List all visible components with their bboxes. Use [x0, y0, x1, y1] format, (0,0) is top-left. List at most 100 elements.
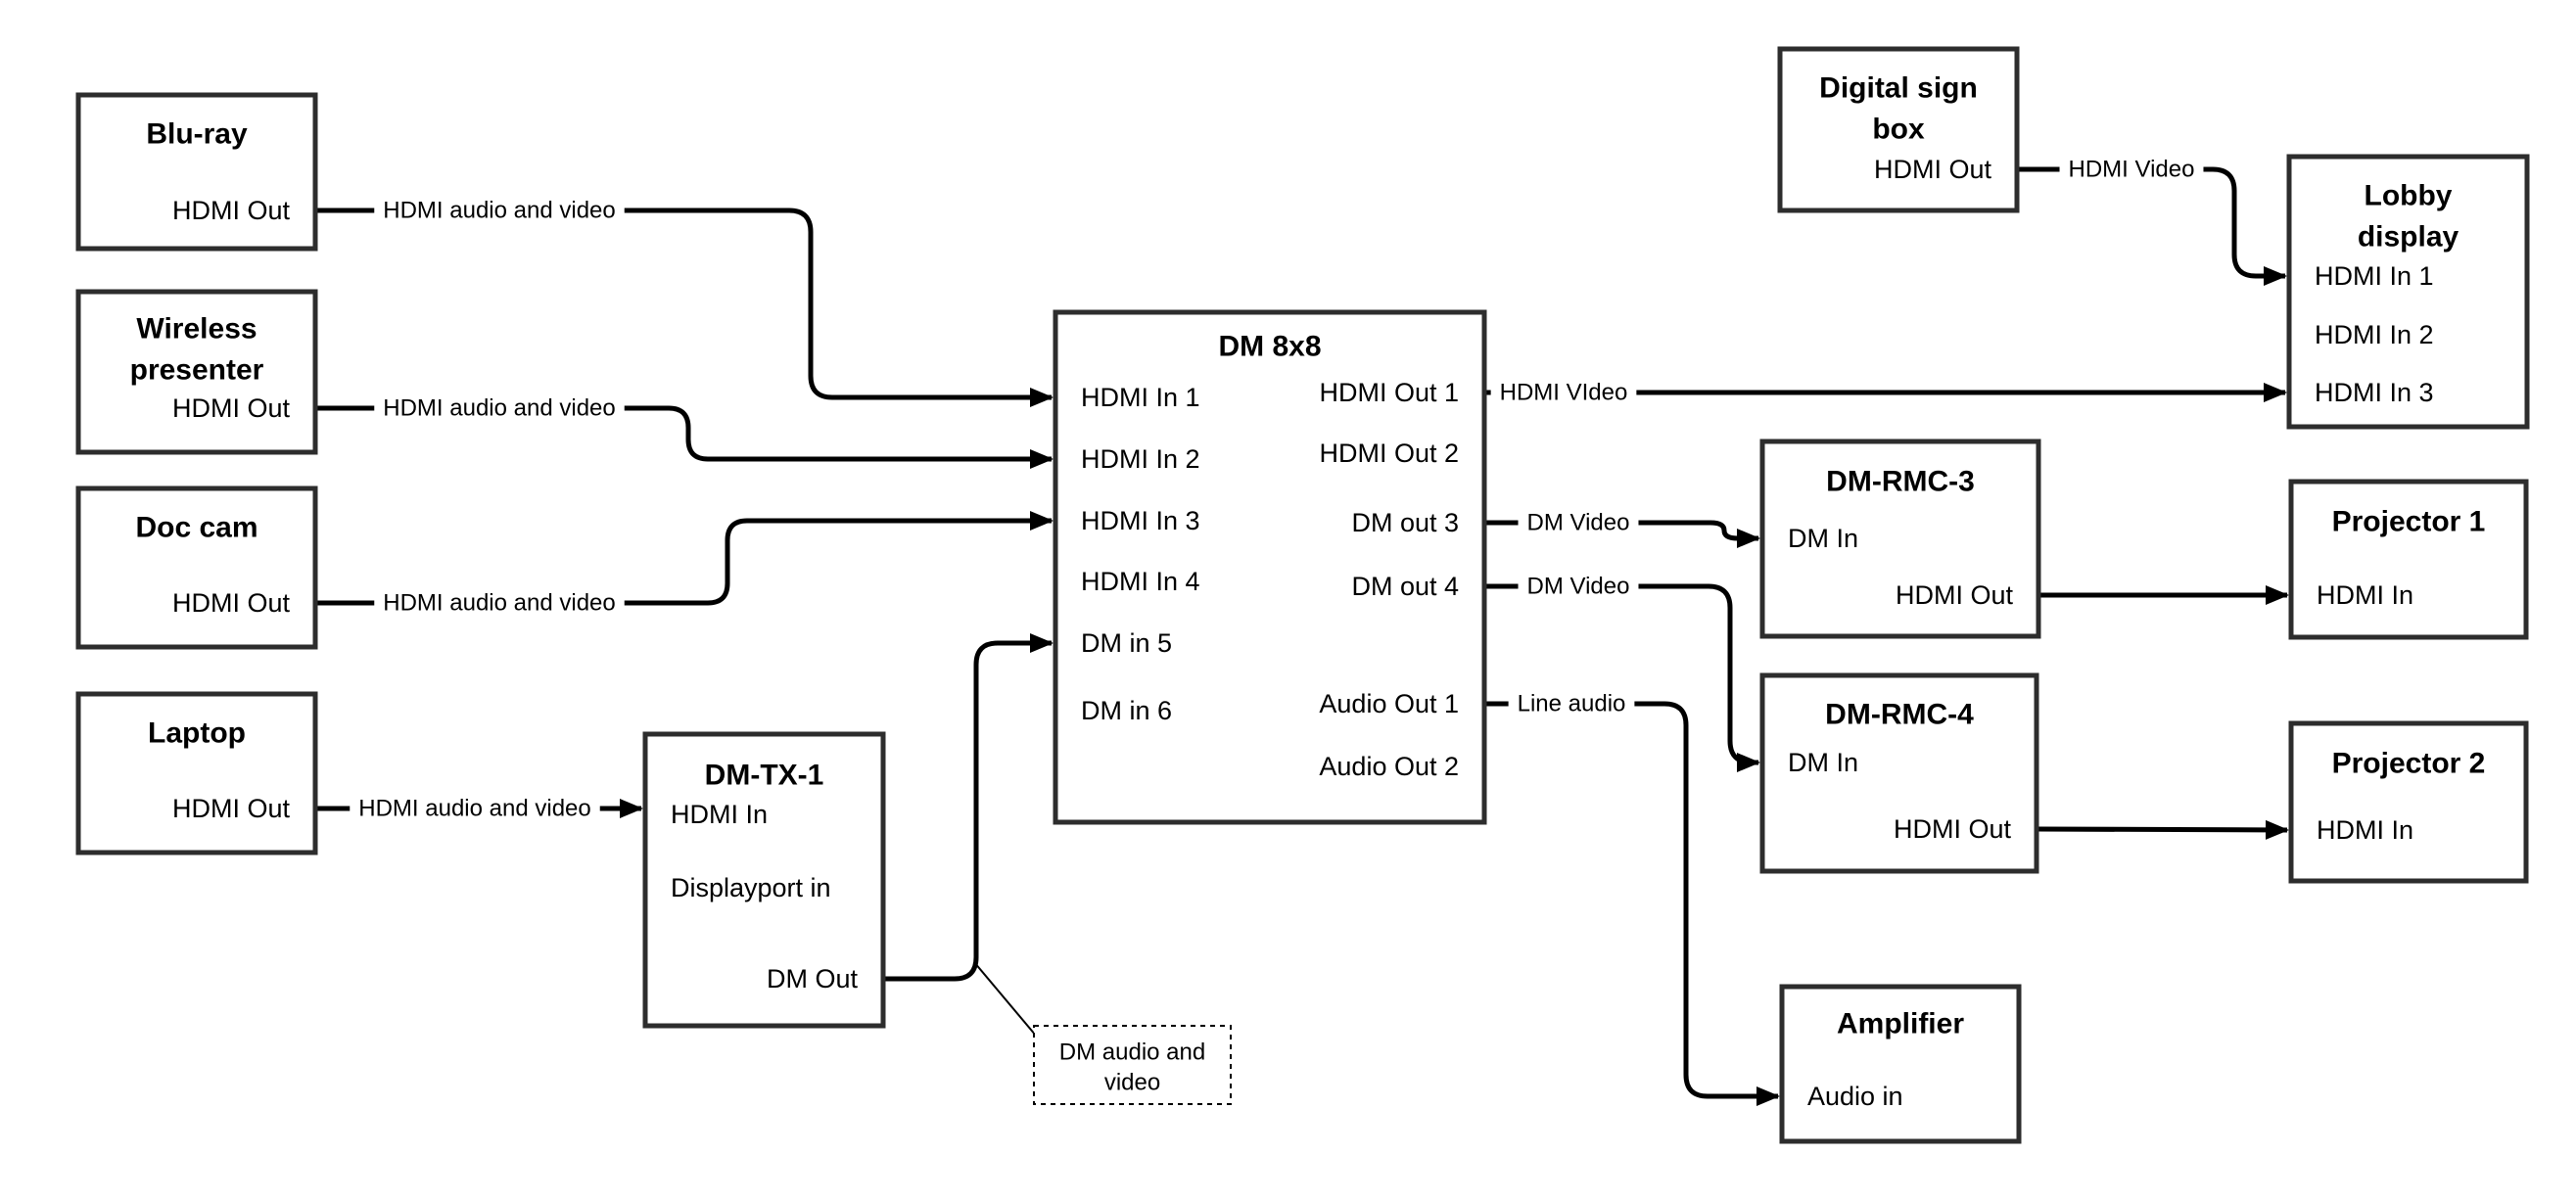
note-box[interactable] — [1033, 1025, 1232, 1105]
port-projector-2-hdmi-in: HDMI In — [2317, 815, 2413, 845]
edge-label-doccam-to-dm8x8-in3: HDMI audio and video — [383, 590, 615, 617]
node-projector-1-box[interactable] — [2288, 479, 2529, 640]
port-dm-8x8-dm-out-3: DM out 3 — [1351, 508, 1459, 537]
node-laptop-box[interactable] — [75, 691, 318, 855]
port-dm-8x8-hdmi-out-2: HDMI Out 2 — [1319, 439, 1459, 468]
node-dm-rmc-3: DM-RMC-3 DM In HDMI Out — [1759, 439, 2041, 639]
port-dm-8x8-hdmi-out-1: HDMI Out 1 — [1319, 378, 1459, 407]
node-digital-sign-box-title-1: Digital sign — [1819, 72, 1978, 105]
node-dm-8x8-title: DM 8x8 — [1218, 331, 1321, 363]
edge-label-dm8x8-out4-to-dmrmc4: DM Video — [1527, 574, 1630, 600]
port-dm-8x8-dm-in-6: DM in 6 — [1081, 696, 1172, 725]
edge-label-signbox-to-lobby-in1: HDMI Video — [2069, 157, 2195, 183]
node-digital-sign-box-title-2: box — [1872, 114, 1925, 146]
edge-dm8x8-out3-to-dmrmc3[interactable] — [1484, 520, 1760, 548]
node-dm-rmc-4-box[interactable] — [1759, 672, 2039, 874]
edge-label-wireless-to-dm8x8-in2: HDMI audio and video — [383, 395, 615, 422]
edge-label-bg-wireless-to-dm8x8-in2 — [374, 393, 625, 424]
port-dm-tx-1-displayport-in: Displayport in — [671, 873, 831, 902]
edge-dm8x8-out4-to-dmrmc4[interactable] — [1484, 583, 1760, 772]
node-digital-sign-box-box[interactable] — [1777, 46, 2020, 213]
edge-label-dm8x8-out1-to-lobby-in3: HDMI VIdeo — [1500, 380, 1628, 406]
edge-dmtx1-to-dm8x8-in5[interactable] — [883, 633, 1054, 982]
note-leader-line — [973, 961, 1037, 1037]
port-dm-8x8-hdmi-in-3: HDMI In 3 — [1081, 506, 1200, 535]
port-dm-rmc-3-hdmi-out: HDMI Out — [1896, 580, 2014, 610]
port-dm-tx-1-dm-out: DM Out — [767, 964, 859, 993]
node-wireless-presenter-title-1: Wireless — [136, 313, 257, 346]
node-amplifier-box[interactable] — [1779, 984, 2022, 1144]
edge-label-laptop-to-dmtx1: HDMI audio and video — [358, 796, 590, 822]
edge-label-bluray-to-dm8x8-in1: HDMI audio and video — [383, 198, 615, 224]
edge-label-bg-doccam-to-dm8x8-in3 — [374, 587, 625, 619]
node-dm-8x8-box[interactable] — [1053, 309, 1487, 825]
port-wireless-presenter-hdmi-out: HDMI Out — [172, 393, 291, 423]
edge-label-bg-dm8x8-audio1-to-amplifier — [1508, 688, 1635, 719]
port-bluray-hdmi-out: HDMI Out — [172, 196, 291, 225]
edge-dmrmc4-to-projector2[interactable] — [2036, 819, 2289, 840]
edge-label-bg-laptop-to-dmtx1 — [350, 793, 600, 824]
node-amplifier-title: Amplifier — [1837, 1008, 1964, 1040]
node-projector-1: Projector 1 HDMI In — [2288, 479, 2529, 640]
edge-doccam-to-dm8x8-in3[interactable] — [315, 511, 1054, 606]
port-doc-cam-hdmi-out: HDMI Out — [172, 588, 291, 618]
port-dm-8x8-audio-out-1: Audio Out 1 — [1319, 689, 1459, 718]
edge-bluray-to-dm8x8-in1[interactable] — [315, 208, 1054, 407]
edge-label-bg-dm8x8-out3-to-dmrmc3 — [1518, 507, 1639, 538]
port-amplifier-audio-in: Audio in — [1807, 1082, 1903, 1111]
port-dm-8x8-hdmi-in-2: HDMI In 2 — [1081, 444, 1200, 474]
port-lobby-display-hdmi-in-1: HDMI In 1 — [2315, 261, 2434, 291]
note-text-line-2: video — [1104, 1070, 1160, 1096]
port-dm-8x8-audio-out-2: Audio Out 2 — [1319, 752, 1459, 781]
edge-label-bg-signbox-to-lobby-in1 — [2059, 154, 2204, 185]
node-bluray-title: Blu-ray — [146, 118, 248, 151]
port-dm-8x8-dm-in-5: DM in 5 — [1081, 628, 1172, 658]
port-dm-8x8-hdmi-in-1: HDMI In 1 — [1081, 383, 1200, 412]
port-projector-1-hdmi-in: HDMI In — [2317, 580, 2413, 610]
node-dm-tx-1-box[interactable] — [642, 731, 886, 1029]
port-dm-8x8-dm-out-4: DM out 4 — [1351, 572, 1459, 601]
note-layer: DM audio and video — [973, 961, 1232, 1105]
edge-wireless-to-dm8x8-in2[interactable] — [315, 405, 1054, 469]
edge-dm8x8-audio1-to-amplifier[interactable] — [1484, 701, 1780, 1106]
edge-label-bg-dm8x8-out4-to-dmrmc4 — [1518, 571, 1639, 602]
node-dm-tx-1-title: DM-TX-1 — [705, 760, 824, 792]
node-lobby-display-box[interactable] — [2286, 154, 2530, 430]
node-laptop-title: Laptop — [148, 717, 246, 750]
node-projector-2: Projector 2 HDMI In — [2288, 720, 2529, 884]
edge-signbox-to-lobby-in1[interactable] — [2017, 166, 2287, 286]
node-doc-cam-title: Doc cam — [135, 512, 258, 544]
node-projector-2-box[interactable] — [2288, 720, 2529, 884]
node-doc-cam-box[interactable] — [75, 485, 318, 650]
edge-label-bg-bluray-to-dm8x8-in1 — [374, 195, 625, 226]
node-wireless-presenter-box[interactable] — [75, 289, 318, 455]
node-dm-rmc-3-title: DM-RMC-3 — [1826, 466, 1975, 498]
node-dm-rmc-3-box[interactable] — [1759, 439, 2041, 639]
port-laptop-hdmi-out: HDMI Out — [172, 794, 291, 823]
port-dm-rmc-4-dm-in: DM In — [1788, 748, 1858, 777]
node-lobby-display-title-1: Lobby — [2365, 180, 2453, 212]
note-text-line-1: DM audio and — [1059, 1039, 1205, 1066]
node-bluray-box[interactable] — [75, 92, 318, 252]
edge-label-dm8x8-out3-to-dmrmc3: DM Video — [1527, 510, 1630, 536]
node-projector-2-title: Projector 2 — [2332, 748, 2486, 780]
port-dm-rmc-3-dm-in: DM In — [1788, 524, 1858, 553]
node-projector-1-title: Projector 1 — [2332, 506, 2486, 538]
port-dm-8x8-hdmi-in-4: HDMI In 4 — [1081, 567, 1200, 596]
port-dm-tx-1-hdmi-in: HDMI In — [671, 800, 768, 829]
node-wireless-presenter-title-2: presenter — [130, 354, 264, 387]
